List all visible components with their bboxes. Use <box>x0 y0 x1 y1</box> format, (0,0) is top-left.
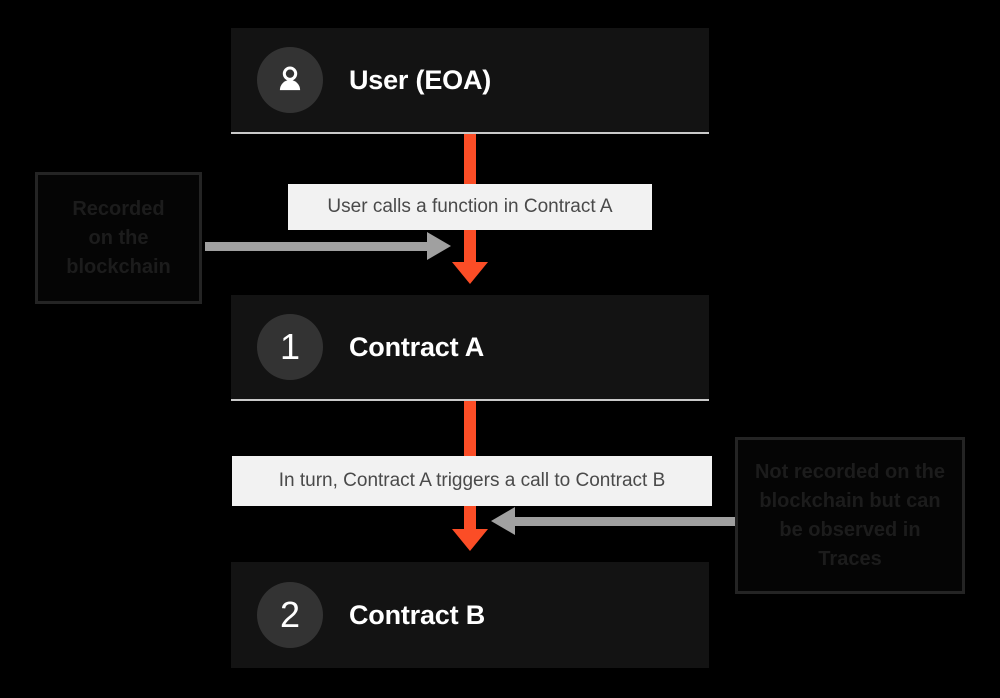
step-number-badge: 2 <box>257 582 323 648</box>
step-number-badge: 1 <box>257 314 323 380</box>
pointer-arrowhead-left <box>427 232 451 260</box>
node-contract-a[interactable]: 1 Contract A <box>231 295 709 401</box>
node-title: Contract B <box>349 599 486 630</box>
node-title: User (EOA) <box>349 64 492 95</box>
arrowhead-contract-a-to-contract-b <box>452 529 488 551</box>
arrowhead-user-to-contract-a <box>452 262 488 284</box>
pointer-line-left <box>205 242 427 251</box>
node-title: Contract A <box>349 331 485 362</box>
person-icon <box>257 47 323 113</box>
edge-label-contract-a-to-contract-b: In turn, Contract A triggers a call to C… <box>232 456 712 506</box>
pointer-arrowhead-right <box>491 507 515 535</box>
edge-label-user-to-contract-a: User calls a function in Contract A <box>288 184 652 230</box>
node-contract-b[interactable]: 2 Contract B <box>231 562 709 668</box>
node-user-eoa[interactable]: User (EOA) <box>231 28 709 134</box>
pointer-line-right <box>515 517 735 526</box>
